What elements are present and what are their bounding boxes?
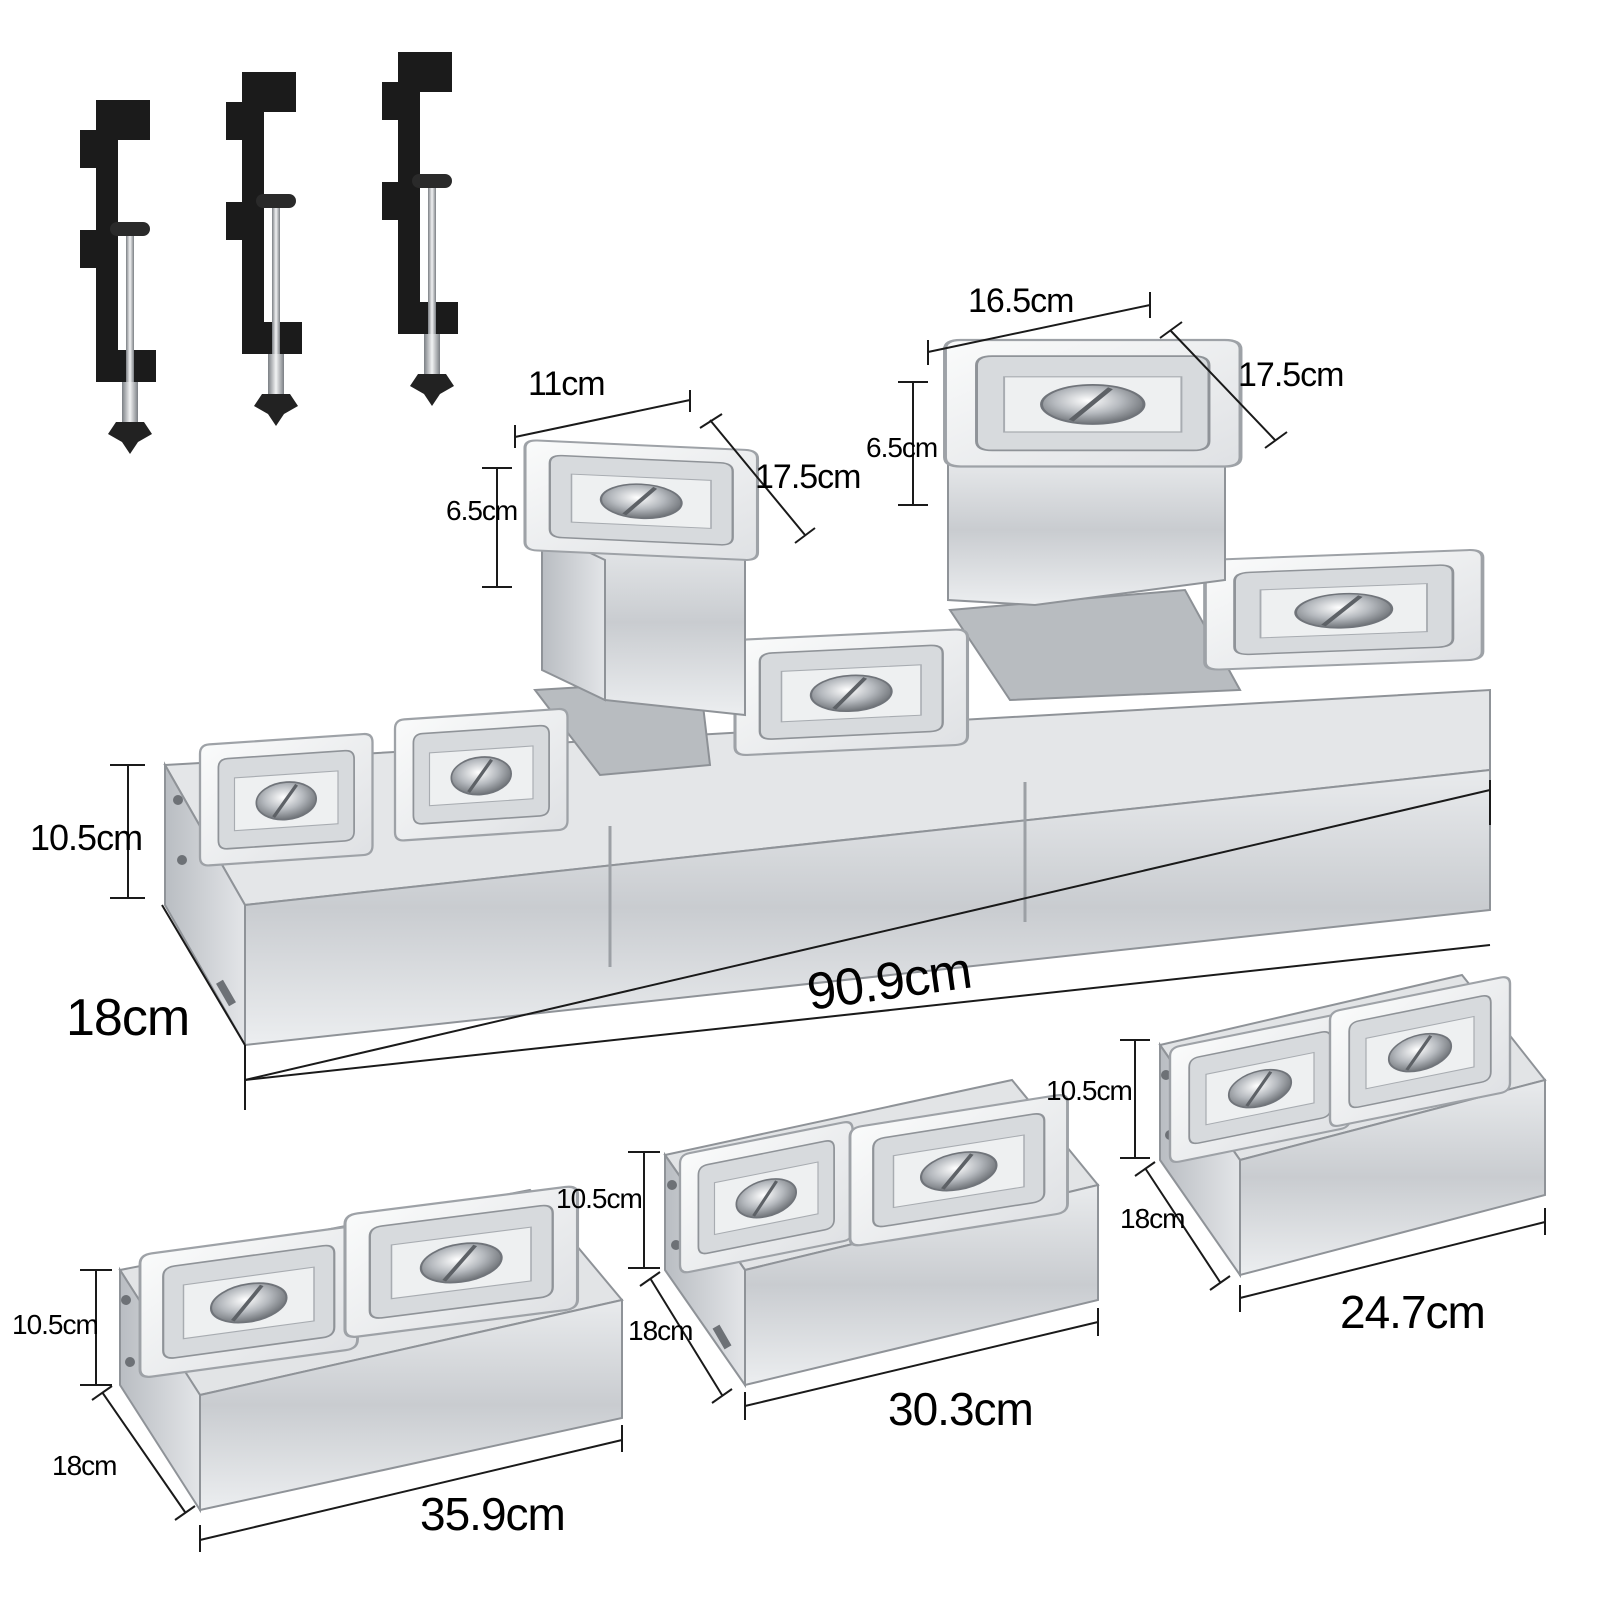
long-base-assembly bbox=[163, 588, 1491, 1049]
small-pan-depth-label: 17.5cm bbox=[755, 458, 861, 496]
base-24-depth-label: 18cm bbox=[1120, 1203, 1184, 1234]
pan-long-3 bbox=[735, 629, 968, 756]
large-pan-depth-label: 17.5cm bbox=[1238, 356, 1344, 394]
base-35-unit bbox=[118, 1185, 624, 1514]
clamp-bracket-set bbox=[80, 52, 458, 454]
base-35-depth-label: 18cm bbox=[52, 1450, 116, 1481]
pan-long-2 bbox=[393, 706, 570, 843]
base-35-height-label: 10.5cm bbox=[12, 1309, 98, 1340]
small-pan-height-label: 6.5cm bbox=[446, 495, 517, 526]
long-base-height-label: 10.5cm bbox=[30, 817, 142, 858]
base-30-dimensions: 10.5cm 18cm 30.3cm bbox=[556, 1151, 1099, 1435]
base-30-depth-label: 18cm bbox=[628, 1315, 692, 1346]
small-pan-dimensions: 11cm 17.5cm 6.5cm bbox=[446, 365, 862, 588]
pan-long-4 bbox=[1205, 550, 1483, 670]
large-pan-height-label: 6.5cm bbox=[866, 432, 937, 463]
large-pan-lifted bbox=[945, 340, 1241, 607]
large-pan-dimensions: 16.5cm 17.5cm 6.5cm bbox=[866, 282, 1345, 506]
base-35-dimensions: 10.5cm 18cm 35.9cm bbox=[12, 1269, 623, 1552]
small-pan-lifted bbox=[525, 440, 758, 717]
base-24-unit bbox=[1158, 973, 1547, 1279]
base-24-dimensions: 10.5cm 18cm 24.7cm bbox=[1046, 1039, 1546, 1338]
large-pan-width-label: 16.5cm bbox=[968, 282, 1074, 320]
base-30-unit bbox=[663, 1078, 1100, 1389]
long-base-depth-label: 18cm bbox=[66, 989, 189, 1047]
base-30-length-label: 30.3cm bbox=[888, 1383, 1033, 1435]
clamp-bracket-3 bbox=[382, 52, 458, 406]
base-35-length-label: 35.9cm bbox=[420, 1488, 565, 1540]
clamp-bracket-2 bbox=[226, 72, 302, 426]
base-30-height-label: 10.5cm bbox=[556, 1183, 642, 1214]
long-base-dimensions: 10.5cm 18cm 90.9cm bbox=[30, 764, 1491, 1110]
small-pan-width-label: 11cm bbox=[528, 365, 605, 403]
base-24-length-label: 24.7cm bbox=[1340, 1286, 1485, 1338]
base-24-height-label: 10.5cm bbox=[1046, 1075, 1132, 1106]
clamp-bracket-1 bbox=[80, 100, 156, 454]
pan-long-1 bbox=[198, 731, 375, 868]
